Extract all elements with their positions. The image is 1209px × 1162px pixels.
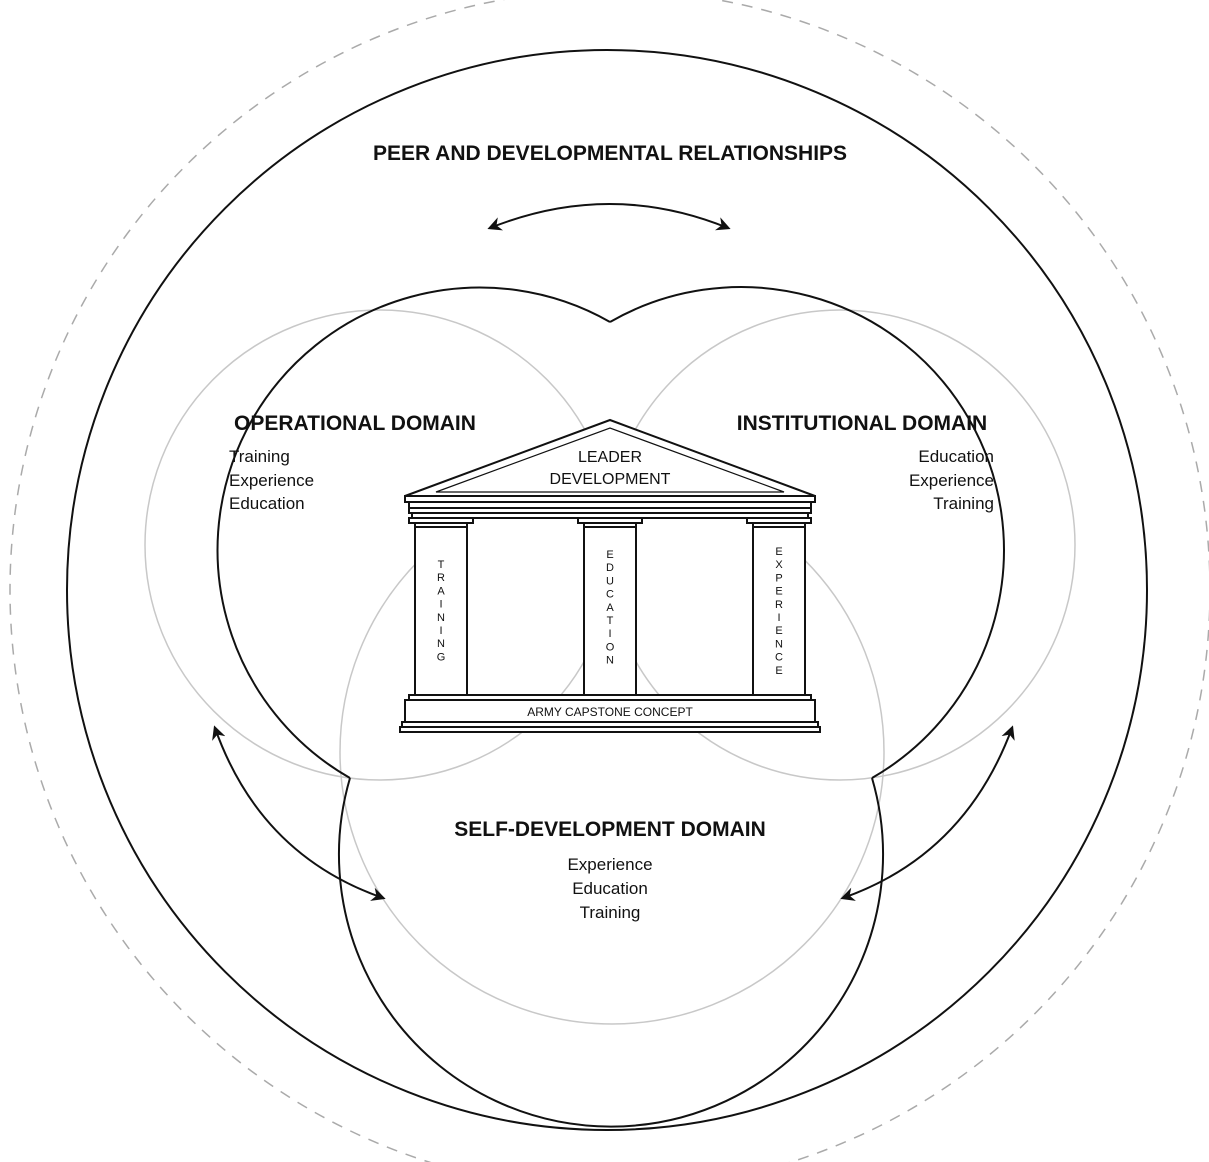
top-double-arrow: [487, 203, 731, 231]
column-training: [414, 526, 468, 696]
column-education: [583, 526, 637, 696]
institutional-circle: [609, 286, 1005, 779]
self-development-circle: [338, 777, 884, 1128]
operational-domain-title: OPERATIONAL DOMAIN: [234, 412, 476, 435]
leader-development-building: [399, 418, 821, 733]
institutional-item: Training: [933, 494, 994, 513]
relationship-arrows: [212, 203, 1015, 901]
institutional-domain-title: INSTITUTIONAL DOMAIN: [737, 412, 987, 435]
left-double-arrow: [212, 725, 386, 901]
pediment-label-line1: LEADER: [578, 449, 642, 466]
peer-relationships-circle: [66, 49, 1148, 1131]
operational-item: Education: [229, 494, 305, 513]
column-experience: [752, 526, 806, 696]
operational-item: Training: [229, 447, 290, 466]
institutional-item: Experience: [909, 471, 994, 490]
institutional-item: Education: [918, 447, 994, 466]
self-development-domain-title: SELF-DEVELOPMENT DOMAIN: [454, 818, 766, 841]
right-double-arrow: [840, 725, 1015, 901]
self-development-item: Experience: [567, 855, 652, 874]
self-development-item: Education: [572, 879, 648, 898]
peer-relationships-title: PEER AND DEVELOPMENTAL RELATIONSHIPS: [373, 142, 847, 165]
pediment-label-line2: DEVELOPMENT: [550, 471, 671, 488]
operational-circle: [216, 286, 611, 779]
army-capstone-concept-label: ARMY CAPSTONE CONCEPT: [527, 705, 693, 719]
domain-circles-outline: [216, 286, 1005, 1128]
self-development-item: Training: [580, 903, 641, 922]
operational-item: Experience: [229, 471, 314, 490]
outer-dashed-ring: [9, 0, 1209, 1162]
